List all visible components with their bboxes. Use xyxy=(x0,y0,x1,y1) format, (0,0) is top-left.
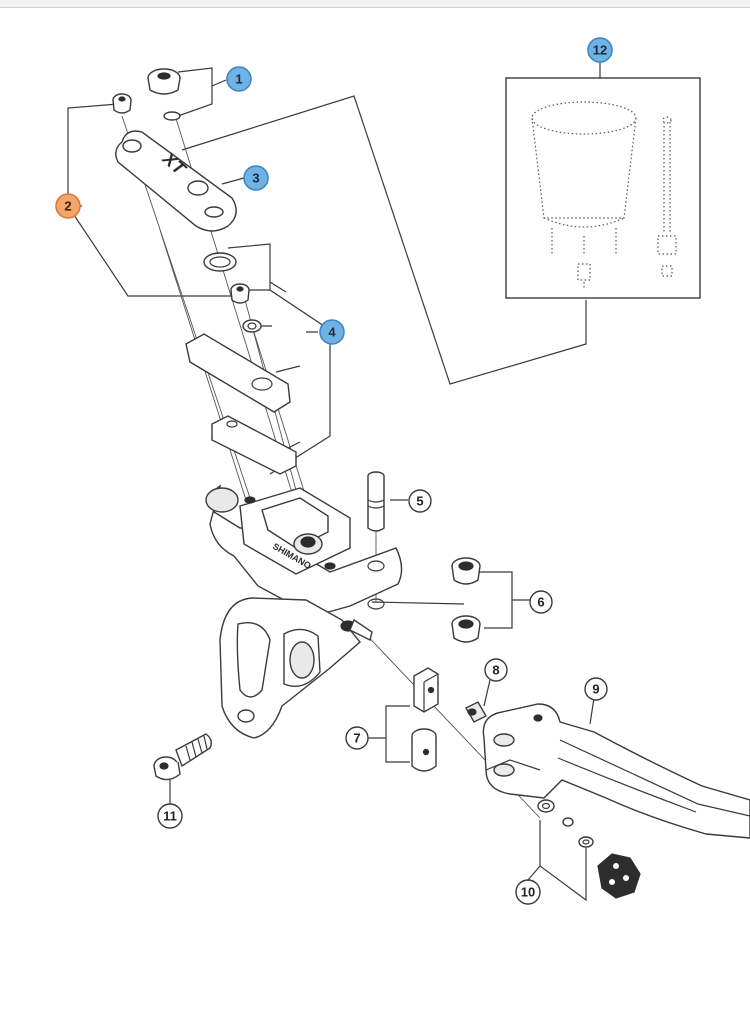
cam-block-part xyxy=(411,667,439,772)
callout-5: 5 xyxy=(408,489,432,513)
callout-12: 12 xyxy=(587,37,613,63)
callout-1: 1 xyxy=(226,66,252,92)
callout-8: 8 xyxy=(484,658,508,682)
reach-adjust-part xyxy=(537,799,641,899)
callout-9: 9 xyxy=(584,677,608,701)
callout-label: 6 xyxy=(537,595,544,610)
bushing-part xyxy=(451,557,481,643)
pivot-pin-part xyxy=(367,471,385,532)
callout-label: 8 xyxy=(492,663,499,678)
callout-2: 2 xyxy=(55,193,81,219)
grub-screw-part xyxy=(465,701,487,723)
callout-10: 10 xyxy=(515,879,541,905)
callout-6: 6 xyxy=(529,590,553,614)
bleed-screw-part xyxy=(147,68,181,121)
clamp-bolt-part xyxy=(153,733,213,781)
callout-label: 4 xyxy=(328,325,336,340)
callout-label: 12 xyxy=(593,43,607,58)
callout-label: 2 xyxy=(64,199,71,214)
reservoir-lid-part: XT xyxy=(115,130,237,232)
funnel-kit-box xyxy=(505,77,701,299)
lever-body-part: SHIMANO xyxy=(205,484,403,739)
clamp-screw-part xyxy=(112,93,250,304)
top-edge-bar xyxy=(0,0,750,8)
callout-label: 9 xyxy=(592,682,599,697)
callout-4: 4 xyxy=(319,319,345,345)
callout-label: 1 xyxy=(235,72,242,87)
callout-7: 7 xyxy=(345,726,369,750)
callout-label: 10 xyxy=(521,885,535,900)
callout-11: 11 xyxy=(157,803,183,829)
lever-blade-part xyxy=(482,703,750,839)
callout-label: 7 xyxy=(353,731,360,746)
callout-3: 3 xyxy=(243,165,269,191)
callout-label: 3 xyxy=(252,171,259,186)
diaphragm-stack-part xyxy=(185,252,297,475)
callout-label: 11 xyxy=(163,809,177,824)
callout-label: 5 xyxy=(416,494,423,509)
